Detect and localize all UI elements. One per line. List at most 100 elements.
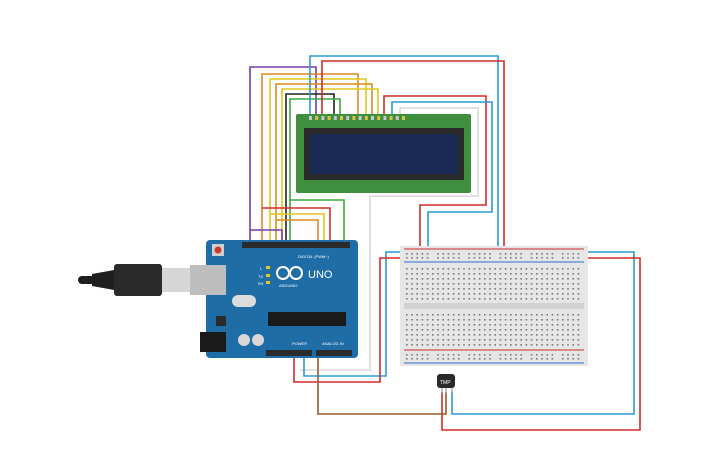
wire-blue-lcd-right[interactable] <box>391 101 493 252</box>
breadboard-hole[interactable] <box>504 288 507 290</box>
breadboard-hole[interactable] <box>510 293 512 295</box>
breadboard-hole[interactable] <box>458 344 460 346</box>
breadboard-hole[interactable] <box>546 278 548 280</box>
breadboard-hole[interactable] <box>556 298 559 300</box>
lcd-pin[interactable] <box>377 116 381 120</box>
breadboard-hole[interactable] <box>562 253 564 255</box>
breadboard-hole[interactable] <box>437 354 439 356</box>
breadboard-hole[interactable] <box>515 298 517 300</box>
breadboard-hole[interactable] <box>484 354 486 356</box>
breadboard-hole[interactable] <box>525 314 528 316</box>
breadboard-hole[interactable] <box>437 257 439 259</box>
breadboard-hole[interactable] <box>530 344 533 346</box>
breadboard-hole[interactable] <box>421 293 424 295</box>
breadboard-hole[interactable] <box>411 257 413 259</box>
breadboard-hole[interactable] <box>572 334 574 336</box>
breadboard-hole[interactable] <box>556 268 559 270</box>
breadboard-hole[interactable] <box>437 319 439 321</box>
breadboard-hole[interactable] <box>489 283 491 285</box>
breadboard-hole[interactable] <box>411 344 413 346</box>
lcd-pin[interactable] <box>346 116 350 120</box>
breadboard-hole[interactable] <box>572 293 574 295</box>
breadboard-hole[interactable] <box>489 339 491 341</box>
usb-port[interactable] <box>190 265 226 295</box>
breadboard-hole[interactable] <box>458 283 460 285</box>
breadboard-hole[interactable] <box>458 324 460 326</box>
breadboard-hole[interactable] <box>426 339 429 341</box>
breadboard-hole[interactable] <box>411 329 413 331</box>
breadboard-hole[interactable] <box>478 288 481 290</box>
lcd-pin[interactable] <box>333 116 337 120</box>
breadboard-hole[interactable] <box>577 324 580 326</box>
breadboard-hole[interactable] <box>437 324 439 326</box>
breadboard-hole[interactable] <box>510 319 512 321</box>
breadboard-hole[interactable] <box>426 354 429 356</box>
breadboard-hole[interactable] <box>504 268 507 270</box>
breadboard-hole[interactable] <box>406 354 408 356</box>
breadboard-hole[interactable] <box>468 273 470 275</box>
breadboard-hole[interactable] <box>432 278 434 280</box>
breadboard-hole[interactable] <box>447 278 450 280</box>
breadboard-hole[interactable] <box>567 339 569 341</box>
breadboard-hole[interactable] <box>525 298 528 300</box>
breadboard-hole[interactable] <box>515 278 517 280</box>
breadboard-hole[interactable] <box>411 253 413 255</box>
breadboard-hole[interactable] <box>530 314 533 316</box>
breadboard-hole[interactable] <box>484 324 486 326</box>
breadboard-hole[interactable] <box>541 329 543 331</box>
breadboard-hole[interactable] <box>504 339 507 341</box>
breadboard-hole[interactable] <box>452 319 455 321</box>
breadboard-hole[interactable] <box>442 339 444 341</box>
breadboard-hole[interactable] <box>567 298 569 300</box>
breadboard-hole[interactable] <box>421 268 424 270</box>
breadboard-hole[interactable] <box>426 273 429 275</box>
breadboard-hole[interactable] <box>426 358 429 360</box>
lcd-pin[interactable] <box>389 116 393 120</box>
breadboard-hole[interactable] <box>577 319 580 321</box>
breadboard-hole[interactable] <box>406 257 408 259</box>
breadboard-hole[interactable] <box>468 334 470 336</box>
breadboard-hole[interactable] <box>499 324 502 326</box>
breadboard-hole[interactable] <box>426 314 429 316</box>
breadboard-hole[interactable] <box>452 354 455 356</box>
usb-cable[interactable] <box>78 264 190 296</box>
breadboard-hole[interactable] <box>452 298 455 300</box>
breadboard-hole[interactable] <box>510 273 512 275</box>
breadboard-hole[interactable] <box>416 283 418 285</box>
breadboard-hole[interactable] <box>577 344 580 346</box>
breadboard-hole[interactable] <box>437 273 439 275</box>
breadboard-hole[interactable] <box>567 283 569 285</box>
breadboard-hole[interactable] <box>499 319 502 321</box>
breadboard-hole[interactable] <box>416 324 418 326</box>
breadboard-hole[interactable] <box>432 314 434 316</box>
breadboard-hole[interactable] <box>452 278 455 280</box>
breadboard-hole[interactable] <box>484 344 486 346</box>
breadboard-hole[interactable] <box>426 283 429 285</box>
breadboard-hole[interactable] <box>494 268 496 270</box>
breadboard-hole[interactable] <box>478 253 481 255</box>
breadboard-hole[interactable] <box>546 358 548 360</box>
breadboard-hole[interactable] <box>562 344 564 346</box>
breadboard-hole[interactable] <box>572 324 574 326</box>
breadboard-hole[interactable] <box>504 319 507 321</box>
power-jack[interactable] <box>200 332 226 352</box>
breadboard-hole[interactable] <box>489 319 491 321</box>
breadboard-hole[interactable] <box>406 344 408 346</box>
breadboard-hole[interactable] <box>452 339 455 341</box>
breadboard-hole[interactable] <box>515 257 517 259</box>
wire-blue-rail-right[interactable] <box>451 251 635 415</box>
breadboard-hole[interactable] <box>562 293 564 295</box>
lcd-pin[interactable] <box>402 116 405 120</box>
breadboard-hole[interactable] <box>541 253 543 255</box>
breadboard-hole[interactable] <box>494 314 496 316</box>
breadboard-hole[interactable] <box>546 298 548 300</box>
breadboard-hole[interactable] <box>536 278 538 280</box>
breadboard-hole[interactable] <box>551 344 554 346</box>
breadboard-hole[interactable] <box>562 298 564 300</box>
breadboard-hole[interactable] <box>515 268 517 270</box>
breadboard-hole[interactable] <box>536 268 538 270</box>
breadboard-hole[interactable] <box>421 253 424 255</box>
breadboard-hole[interactable] <box>567 319 569 321</box>
breadboard-hole[interactable] <box>416 334 418 336</box>
breadboard-hole[interactable] <box>452 329 455 331</box>
